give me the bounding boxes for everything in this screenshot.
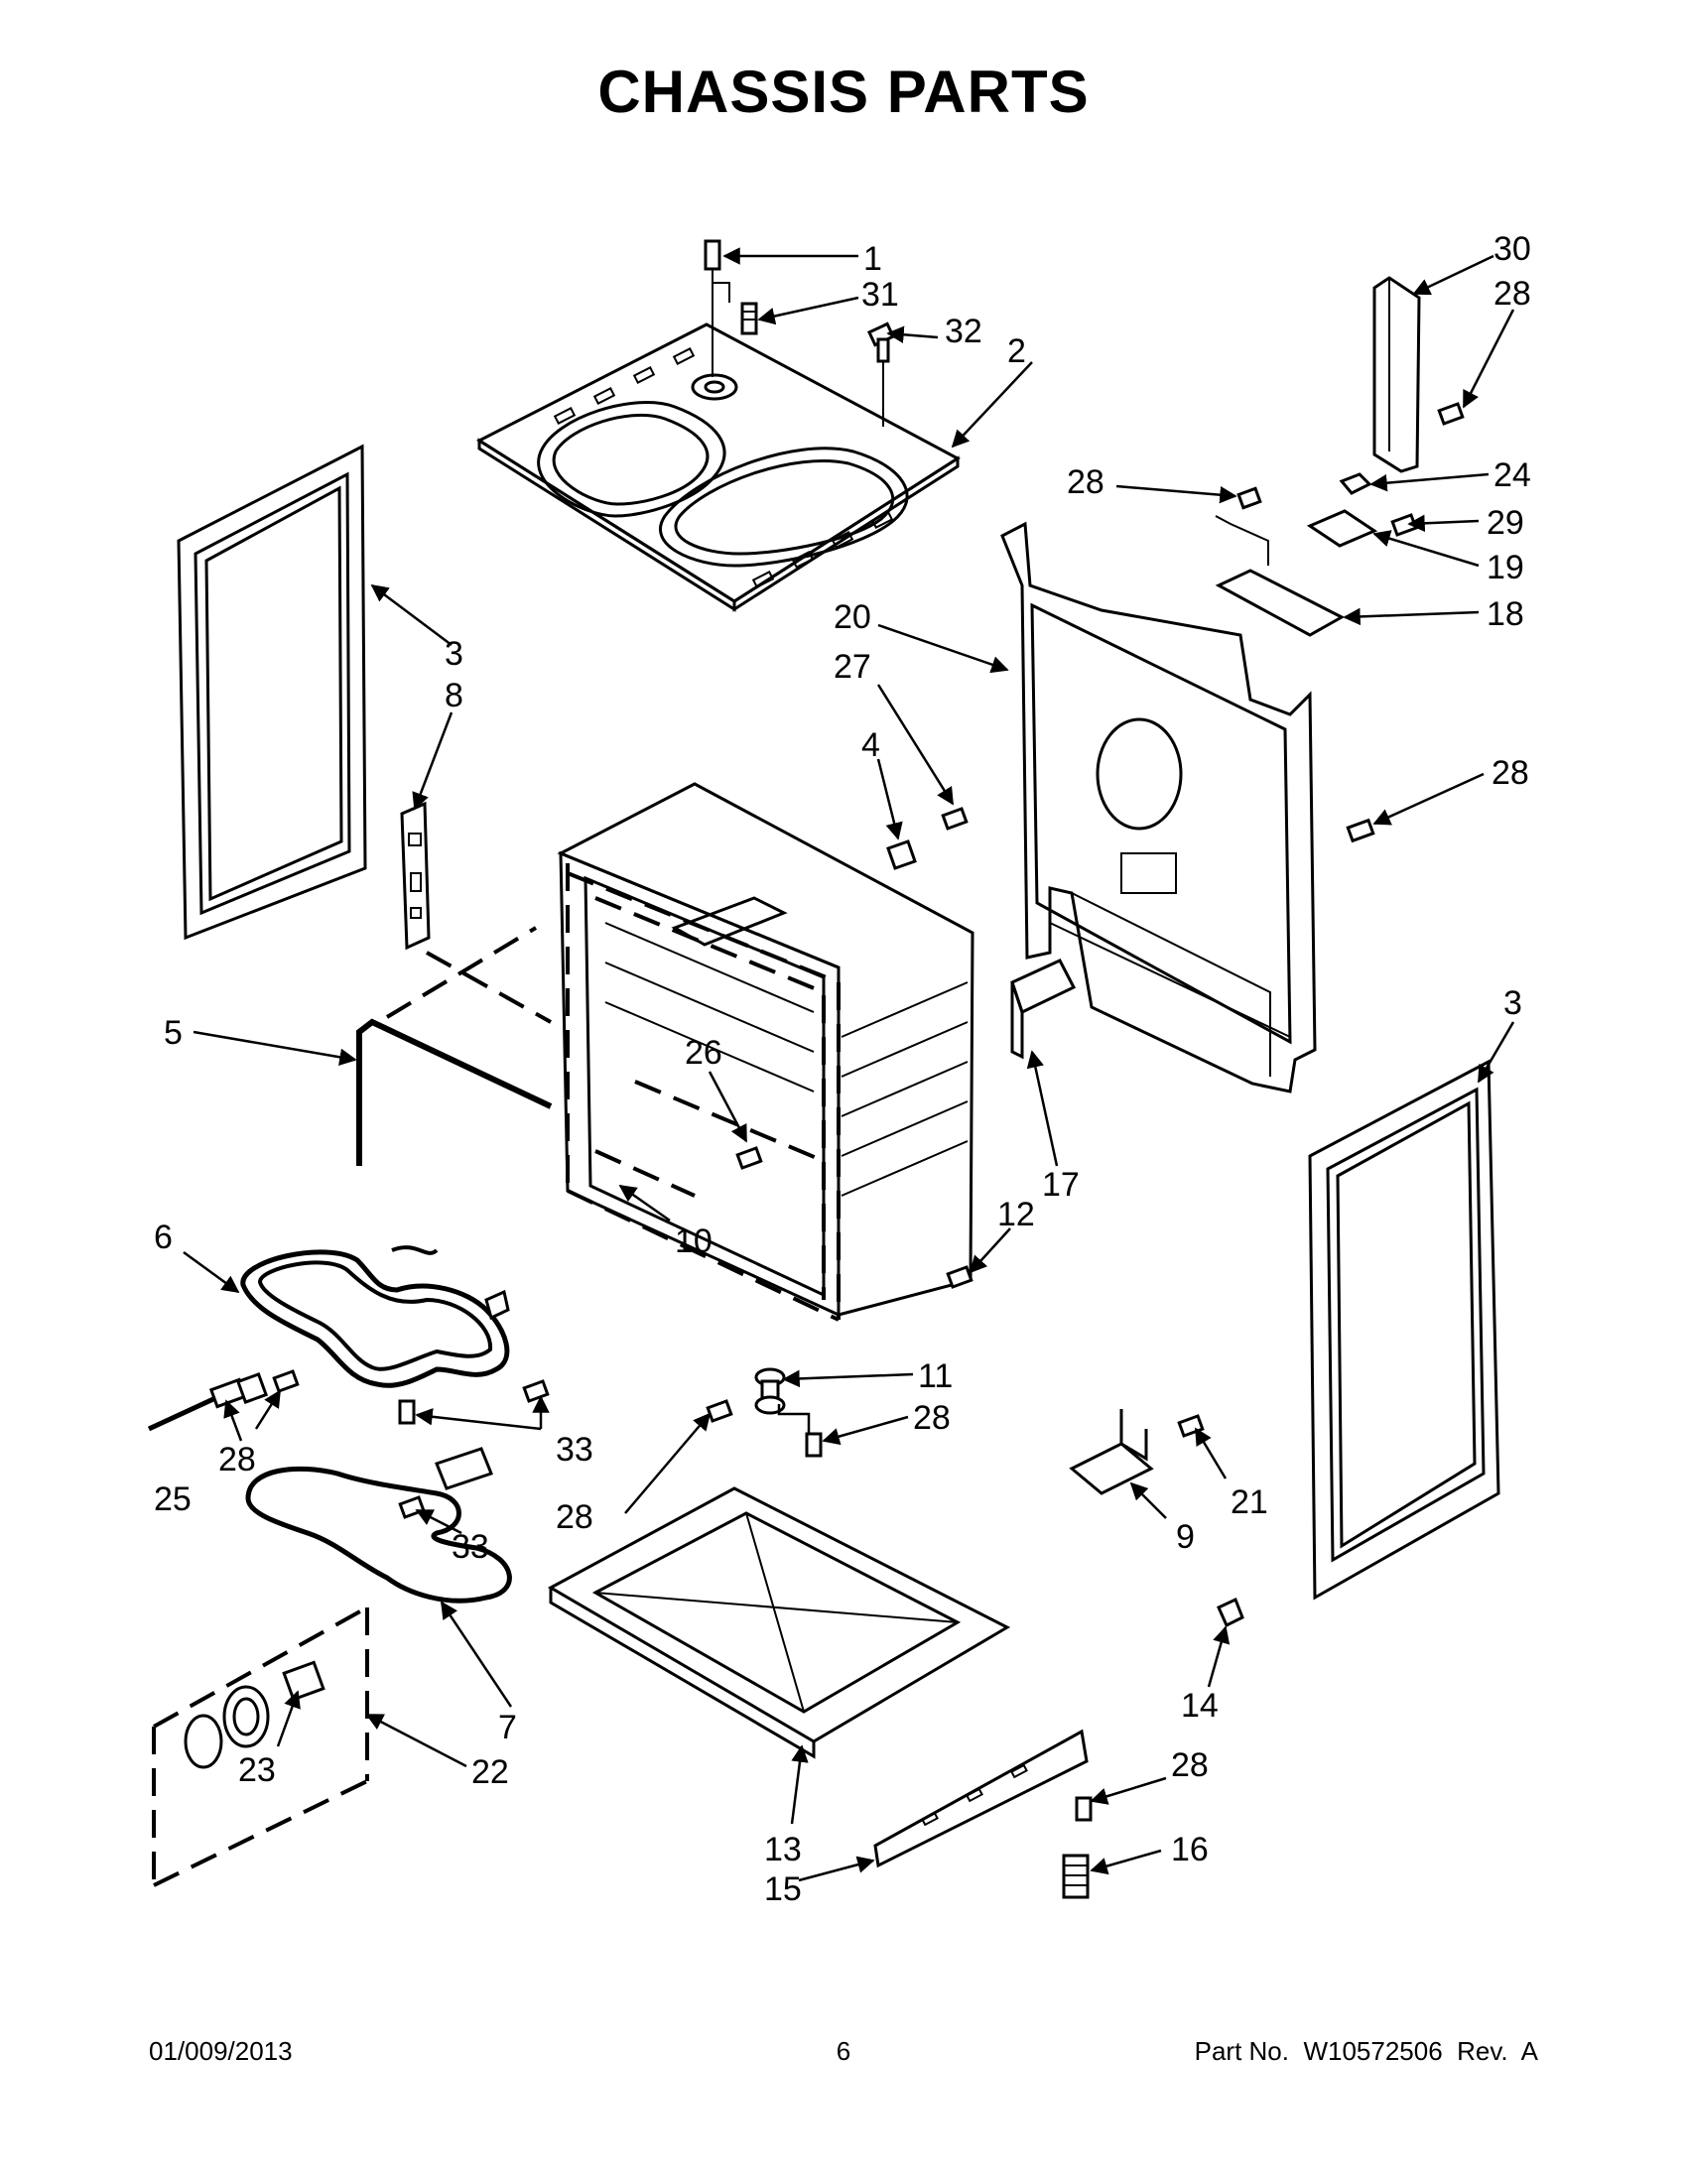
part-16-leveling-leg xyxy=(1062,1854,1090,1899)
callout-18: 18 xyxy=(1487,595,1524,633)
callout-29: 29 xyxy=(1487,504,1524,542)
small-screws xyxy=(272,402,1465,1822)
callout-19: 19 xyxy=(1487,549,1524,586)
callout-12: 12 xyxy=(997,1196,1035,1233)
part-30-bracket xyxy=(1372,276,1421,473)
part-2-top-panel xyxy=(475,322,961,612)
part-14-clip xyxy=(1217,1597,1244,1628)
callout-14: 14 xyxy=(1181,1687,1219,1725)
callout-11: 11 xyxy=(918,1357,953,1395)
callout-17: 17 xyxy=(1042,1166,1080,1204)
callout-23: 23 xyxy=(238,1751,276,1789)
part-20-back-panel xyxy=(1000,521,1317,1093)
part-5-gasket xyxy=(356,926,553,1166)
part-7-bake-element xyxy=(245,1447,512,1604)
part-8-hinge-receptacle xyxy=(400,801,431,951)
part-31-screw xyxy=(740,302,758,335)
part-9-bracket xyxy=(1069,1409,1154,1495)
part-11-stud xyxy=(754,1367,786,1415)
callout-3: 3 xyxy=(1503,984,1522,1022)
page-title: CHASSIS PARTS xyxy=(597,59,1090,125)
callout-31: 31 xyxy=(861,276,899,314)
callout-4: 4 xyxy=(861,726,880,764)
callout-24: 24 xyxy=(1493,456,1531,494)
callout-28: 28 xyxy=(1493,275,1531,313)
callout-5: 5 xyxy=(164,1014,183,1052)
part-1-leveling-pin xyxy=(704,239,730,377)
callout-9: 9 xyxy=(1176,1518,1195,1556)
callout-21: 21 xyxy=(1231,1483,1268,1521)
callout-15: 15 xyxy=(764,1870,802,1908)
callout-25: 25 xyxy=(154,1480,192,1518)
part-15-rail xyxy=(873,1729,1089,1868)
callout-22: 22 xyxy=(471,1753,509,1791)
callout-7: 7 xyxy=(498,1709,517,1746)
parts-22-23-knob xyxy=(152,1606,369,1887)
callout-32: 32 xyxy=(945,313,982,350)
callout-28: 28 xyxy=(1171,1746,1209,1784)
part-6-broil-element xyxy=(240,1245,510,1388)
callout-3: 3 xyxy=(445,635,463,673)
part-3-side-panel-right xyxy=(1308,1059,1500,1601)
part-3-side-panel-left xyxy=(177,444,367,941)
part-25-sensor xyxy=(147,1371,269,1432)
callout-28: 28 xyxy=(556,1498,593,1536)
parts-4-27-clip xyxy=(886,839,917,870)
footer-date: 01/009/2013 xyxy=(149,2036,293,2066)
callout-33: 33 xyxy=(452,1528,489,1566)
callout-28: 28 xyxy=(218,1441,256,1478)
callout-28: 28 xyxy=(1067,463,1104,501)
callout-10: 10 xyxy=(675,1222,713,1260)
callout-8: 8 xyxy=(445,677,463,714)
callout-labels: 1 31 32 2 30 28 28 24 29 19 18 20 27 4 3… xyxy=(154,230,1531,1908)
callout-6: 6 xyxy=(154,1219,173,1256)
callout-28: 28 xyxy=(1492,754,1529,792)
part-32-bolt xyxy=(866,321,896,427)
callout-28: 28 xyxy=(913,1399,951,1437)
parts-24-19-18-29-brackets xyxy=(1215,472,1378,637)
callout-20: 20 xyxy=(834,598,871,636)
callout-26: 26 xyxy=(685,1034,722,1072)
footer-page-number: 6 xyxy=(836,2036,851,2066)
leader-arrows xyxy=(183,247,1515,1882)
callout-1: 1 xyxy=(863,240,882,278)
callout-2: 2 xyxy=(1007,332,1026,370)
callout-13: 13 xyxy=(764,1831,802,1868)
callout-16: 16 xyxy=(1171,1831,1209,1868)
part-17-bracket xyxy=(1010,959,1077,1060)
callout-33: 33 xyxy=(556,1431,593,1469)
oven-front-frame-dashed xyxy=(426,863,841,1322)
callout-27: 27 xyxy=(834,648,871,686)
footer-part-number: Part No. W10572506 Rev. A xyxy=(1194,2036,1538,2066)
part-13-bottom-panel xyxy=(547,1486,1011,1759)
callout-30: 30 xyxy=(1493,230,1531,268)
